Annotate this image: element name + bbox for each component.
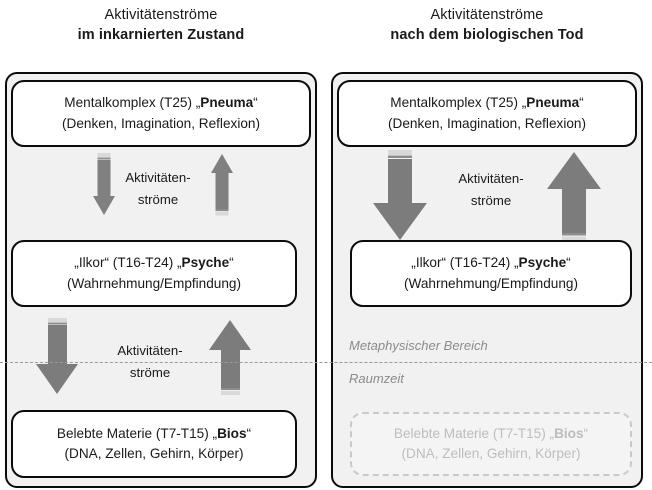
- arrow-up-thin-upper-left: [211, 153, 233, 217]
- box-right-top-line-2: (Denken, Imagination, Reflexion): [388, 115, 586, 131]
- box-left-bot-prefix: Belebte Materie (T7-T15) „: [56, 425, 218, 441]
- box-right-mid-line-2: (Wahrnehmung/Empfindung): [403, 275, 579, 291]
- arrow-up-thick-lower-left: [206, 318, 254, 396]
- left-title-line-1: Aktivitätenströme: [104, 7, 218, 23]
- metaphysical-boundary-divider: [0, 362, 652, 363]
- box-left-top-suffix: “: [253, 95, 258, 111]
- realm-label-spacetime: Raumzeit: [349, 371, 404, 386]
- box-left-top-line-2: (Denken, Imagination, Reflexion): [62, 115, 260, 131]
- box-left-ilkor-psyche: „Ilkor“ (T16-T24) „Psyche“ (Wahrnehmung/…: [11, 240, 297, 307]
- box-right-top-line-1: Mentalkomplex (T25) „Pneuma“: [390, 93, 583, 113]
- box-right-bot-suffix: “: [583, 425, 589, 441]
- box-right-bot-line-1: Belebte Materie (T7-T15) „Bios“: [394, 424, 588, 444]
- box-left-bot-suffix: “: [246, 425, 252, 441]
- box-right-top-prefix: Mentalkomplex (T25) „: [390, 95, 527, 111]
- flow-label-lower-left-line-2: ströme: [129, 364, 171, 380]
- box-right-belebte-materie-bios-inactive: Belebte Materie (T7-T15) „Bios“ (DNA, Ze…: [350, 412, 632, 476]
- flow-label-right: Aktivitäten- ströme: [441, 168, 541, 212]
- arrow-up-large-right: [545, 150, 603, 242]
- box-left-bot-line-1: Belebte Materie (T7-T15) „Bios“: [57, 424, 251, 444]
- box-right-ilkor-psyche: „Ilkor“ (T16-T24) „Psyche“ (Wahrnehmung/…: [350, 240, 632, 307]
- right-column-title: Aktivitätenströme nach dem biologischen …: [331, 6, 643, 45]
- box-right-bot-line-2: (DNA, Zellen, Gehirn, Körper): [401, 446, 581, 461]
- box-left-mid-suffix: “: [229, 255, 234, 271]
- arrow-down-thin-upper-left: [93, 153, 115, 217]
- box-right-mid-suffix: “: [566, 255, 571, 271]
- right-title-line-1: Aktivitätenströme: [430, 7, 544, 23]
- box-right-mid-line-1: „Ilkor“ (T16-T24) „Psyche“: [411, 253, 570, 273]
- box-right-bot-bold: Bios: [554, 425, 584, 441]
- arrow-down-large-right: [371, 150, 429, 242]
- flow-label-lower-left-line-1: Aktivitäten-: [117, 343, 183, 358]
- left-column-title: Aktivitätenströme im inkarnierten Zustan…: [5, 6, 317, 45]
- realm-label-metaphysical: Metaphysischer Bereich: [349, 338, 488, 353]
- flow-label-right-line-1: Aktivitäten-: [458, 171, 524, 186]
- flow-label-upper-left: Aktivitäten- ströme: [113, 167, 203, 211]
- box-left-mid-line-1: „Ilkor“ (T16-T24) „Psyche“: [74, 253, 233, 273]
- box-left-mid-bold: Psyche: [181, 255, 230, 271]
- box-right-mid-bold: Psyche: [518, 255, 567, 271]
- box-left-bot-line-2: (DNA, Zellen, Gehirn, Körper): [64, 446, 244, 461]
- box-left-top-prefix: Mentalkomplex (T25) „: [64, 95, 201, 111]
- right-title-line-2: nach dem biologischen Tod: [390, 26, 584, 43]
- box-left-top-line-1: Mentalkomplex (T25) „Pneuma“: [64, 93, 257, 113]
- box-left-top-bold: Pneuma: [200, 95, 254, 111]
- flow-label-right-line-2: ströme: [470, 192, 512, 208]
- box-left-mid-line-2: (Wahrnehmung/Empfindung): [66, 275, 242, 291]
- box-left-mid-prefix: „Ilkor“ (T16-T24) „: [74, 255, 182, 271]
- box-left-bot-bold: Bios: [217, 425, 247, 441]
- flow-label-upper-left-line-1: Aktivitäten-: [125, 170, 191, 185]
- box-right-mid-prefix: „Ilkor“ (T16-T24) „: [411, 255, 519, 271]
- flow-label-upper-left-line-2: ströme: [137, 191, 179, 207]
- flow-label-lower-left: Aktivitäten- ströme: [105, 340, 195, 384]
- box-right-bot-prefix: Belebte Materie (T7-T15) „: [393, 425, 555, 441]
- arrow-down-thick-lower-left: [33, 318, 81, 396]
- box-right-top-suffix: “: [579, 95, 584, 111]
- box-left-belebte-materie-bios: Belebte Materie (T7-T15) „Bios“ (DNA, Ze…: [11, 410, 297, 478]
- box-right-top-bold: Pneuma: [526, 95, 580, 111]
- left-title-line-2: im inkarnierten Zustand: [77, 26, 245, 43]
- box-right-mentalkomplex-pneuma: Mentalkomplex (T25) „Pneuma“ (Denken, Im…: [337, 80, 637, 147]
- box-left-mentalkomplex-pneuma: Mentalkomplex (T25) „Pneuma“ (Denken, Im…: [11, 80, 311, 147]
